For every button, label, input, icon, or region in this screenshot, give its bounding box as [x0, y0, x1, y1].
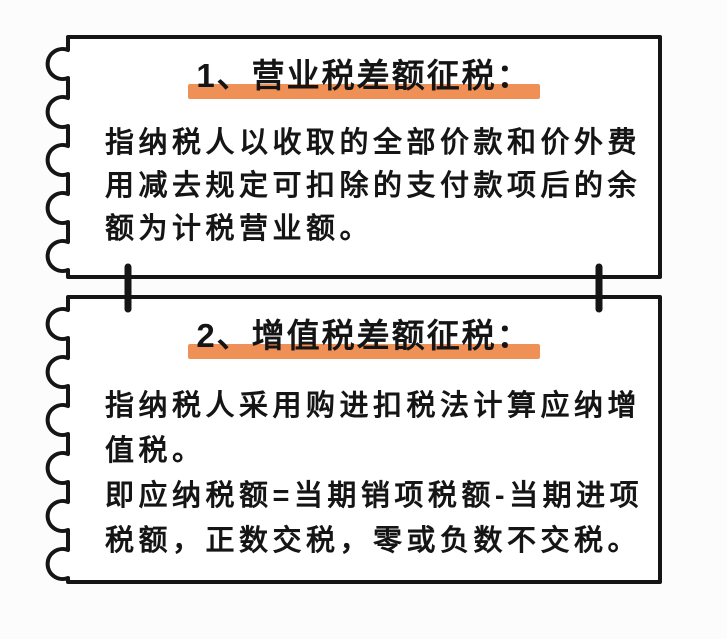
card2-title-text: 2、增值税差额征税：	[196, 317, 532, 354]
card2-title: 2、增值税差额征税：	[68, 316, 660, 359]
card1-title: 1、营业税差额征税：	[68, 56, 660, 99]
card1-title-wrap: 1、营业税差额征税：	[188, 56, 540, 99]
card2-body: 指纳税人采用购进扣税法计算应纳增 值税。 即应纳税额=当期销项税额-当期进项 税…	[105, 384, 655, 564]
card2-body-line-1: 指纳税人采用购进扣税法计算应纳增	[105, 390, 642, 422]
card1-body: 指纳税人以收取的全部价款和价外费 用减去规定可扣除的支付款项后的余 额为计税营业…	[105, 122, 655, 251]
card2-title-highlight-bar	[188, 344, 540, 359]
card2-scalloped-border	[45, 295, 662, 584]
card2-body-line-3: 即应纳税额=当期销项税额-当期进项	[105, 480, 644, 512]
card2-body-line-2: 值税。	[105, 435, 206, 467]
card2-title-wrap: 2、增值税差额征税：	[188, 316, 540, 359]
card1-title-text: 1、营业税差额征税：	[196, 57, 532, 94]
card1-body-line-2: 用减去规定可扣除的支付款项后的余	[105, 170, 642, 202]
card1-body-line-3: 额为计税营业额。	[105, 213, 374, 245]
card1-body-line-1: 指纳税人以收取的全部价款和价外费	[105, 127, 642, 159]
card1-title-highlight-bar	[188, 84, 540, 99]
card2-body-line-4: 税额，正数交税，零或负数不交税。	[105, 525, 642, 557]
